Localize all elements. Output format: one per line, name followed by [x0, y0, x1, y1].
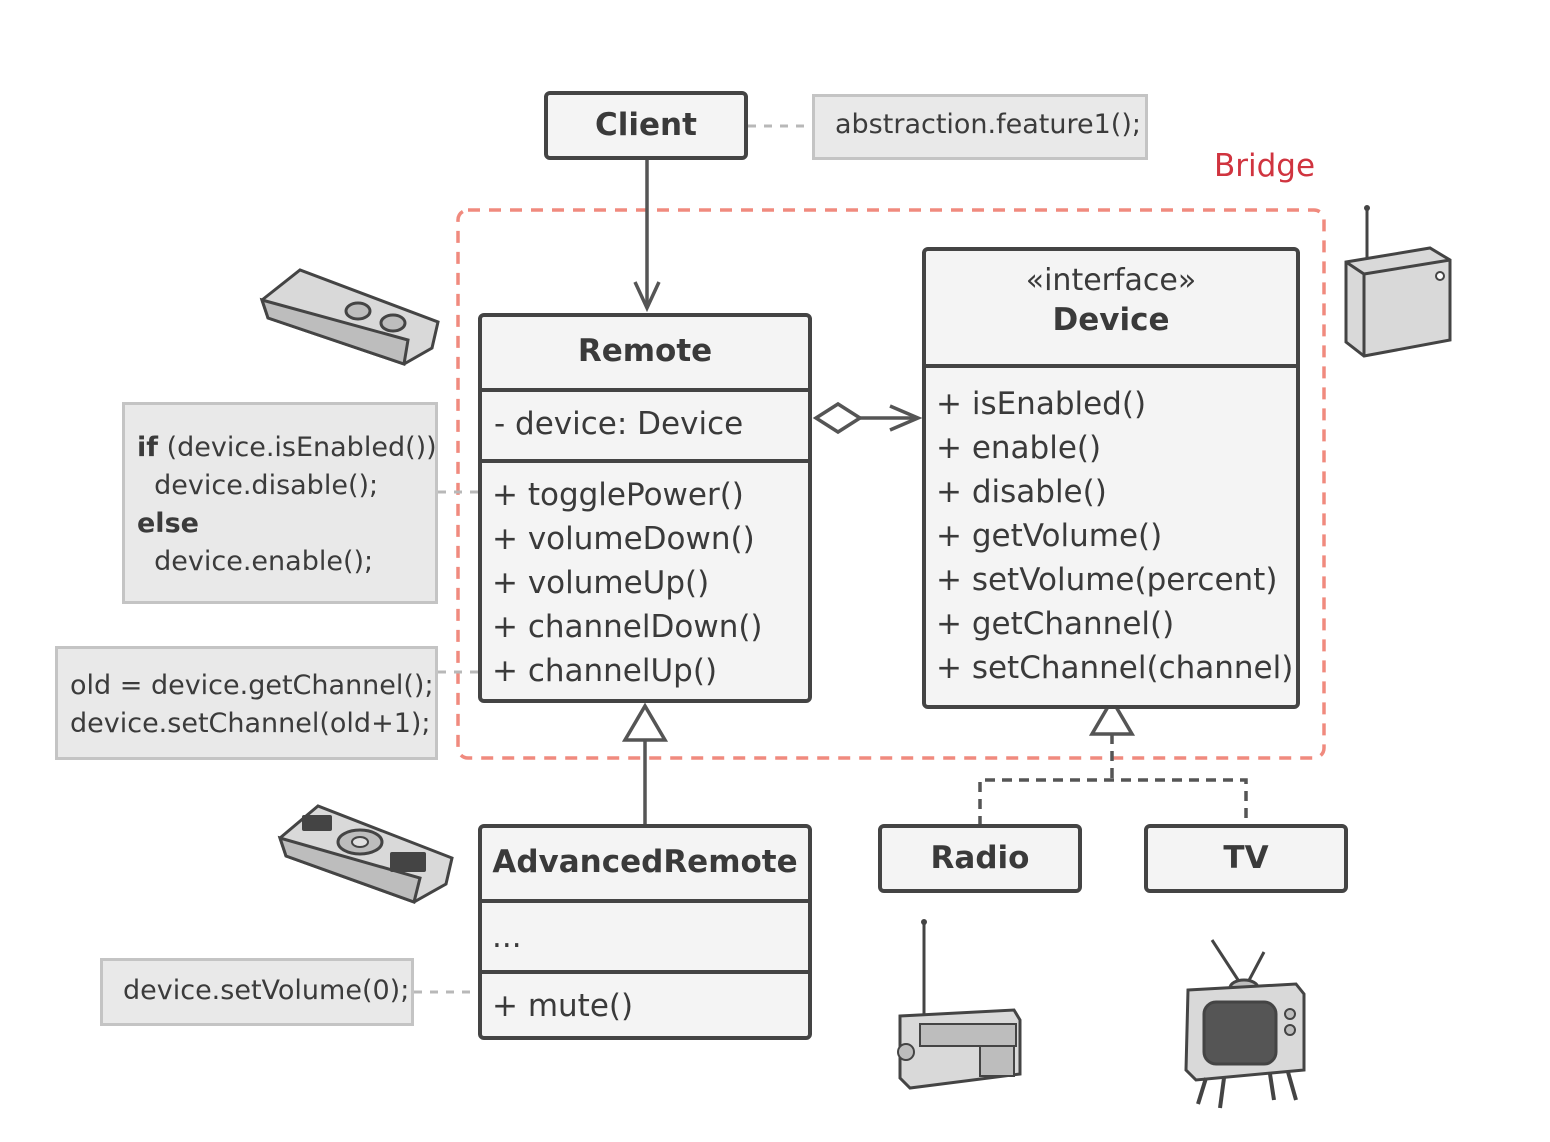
- note-keyword-if: if: [137, 432, 159, 463]
- note-keyword-else: else: [137, 508, 199, 539]
- client-note: abstraction.feature1();: [812, 94, 1148, 160]
- device-method: + disable(): [936, 474, 1107, 510]
- device-methods: + isEnabled() + enable() + disable() + g…: [926, 364, 1296, 690]
- device-header: «interface» Device: [926, 251, 1296, 364]
- mute-note: device.setVolume(0);: [100, 958, 414, 1026]
- note-line: device.disable();: [137, 470, 379, 501]
- advanced-remote-icon: [277, 804, 454, 904]
- client-note-text: abstraction.feature1();: [835, 109, 1141, 140]
- channel-up-note: old = device.getChannel(); device.setCha…: [55, 646, 438, 760]
- remote-icon: [259, 268, 440, 366]
- bridge-frame: [456, 208, 1326, 760]
- note-line: old = device.getChannel();: [70, 670, 434, 701]
- remote-method: + channelUp(): [492, 653, 718, 689]
- aggregation-diamond: [812, 401, 864, 435]
- device-interface[interactable]: «interface» Device + isEnabled() + enabl…: [922, 247, 1300, 709]
- device-method: + getChannel(): [936, 606, 1175, 642]
- remote-method: + volumeDown(): [492, 521, 755, 557]
- advanced-remote-class[interactable]: AdvancedRemote ... + mute(): [478, 824, 812, 1040]
- advanced-remote-title: AdvancedRemote: [492, 844, 798, 880]
- radio-icon: [897, 919, 1022, 1090]
- radio-title: Radio: [930, 840, 1030, 876]
- aggregation-arrowhead: [889, 404, 923, 432]
- toggle-power-note: if (device.isEnabled()) device.disable()…: [122, 402, 438, 604]
- advanced-remote-fields: ...: [482, 899, 808, 970]
- device-method: + getVolume(): [936, 518, 1163, 554]
- device-title: Device: [1052, 302, 1170, 338]
- client-class[interactable]: Client: [544, 91, 748, 160]
- remote-fields: - device: Device: [482, 388, 808, 459]
- remote-field: - device: Device: [494, 406, 744, 442]
- mute-note-text: device.setVolume(0);: [123, 975, 410, 1006]
- tv-class[interactable]: TV: [1144, 824, 1348, 893]
- bridge-label: Bridge: [1214, 148, 1316, 184]
- remote-method: + channelDown(): [492, 609, 763, 645]
- device-method: + enable(): [936, 430, 1102, 466]
- device-method: + isEnabled(): [936, 386, 1147, 422]
- note-line: device.setChannel(old+1);: [70, 708, 431, 739]
- remote-method: + volumeUp(): [492, 565, 710, 601]
- remote-methods: + togglePower() + volumeDown() + volumeU…: [482, 459, 808, 693]
- remote-method: + togglePower(): [492, 477, 744, 513]
- advanced-remote-methods: + mute(): [482, 970, 808, 1028]
- tv-title: TV: [1223, 840, 1269, 876]
- device-method: + setVolume(percent): [936, 562, 1278, 598]
- device-stereotype: «interface»: [1025, 263, 1197, 298]
- advanced-remote-method: + mute(): [492, 988, 634, 1024]
- advanced-remote-field: ...: [492, 919, 522, 955]
- device-method: + setChannel(channel): [936, 650, 1294, 686]
- tv-icon: [1184, 939, 1306, 1109]
- client-title: Client: [595, 107, 697, 143]
- note-line: device.enable();: [137, 546, 374, 577]
- realization-lines: [978, 778, 1248, 826]
- radio-class[interactable]: Radio: [878, 824, 1082, 893]
- inheritance-triangle: [621, 702, 669, 742]
- association-arrowhead: [633, 281, 661, 313]
- device-box-icon: [1344, 205, 1452, 358]
- remote-title: Remote: [577, 333, 713, 369]
- note-condition: (device.isEnabled()): [158, 432, 437, 463]
- remote-class[interactable]: Remote - device: Device + togglePower() …: [478, 313, 812, 703]
